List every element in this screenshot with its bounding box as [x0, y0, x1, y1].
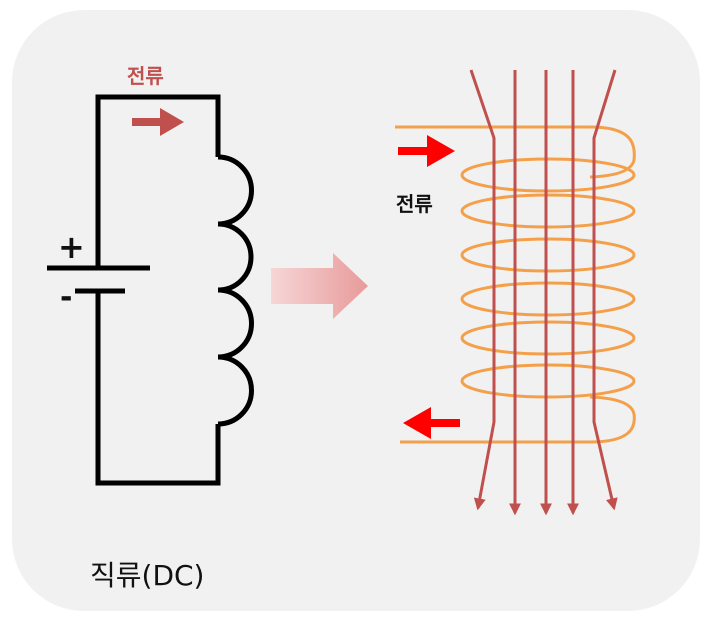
dc-circuit: [47, 94, 254, 486]
battery-plus-sign: +: [58, 228, 85, 266]
diagram-caption: 직류(DC): [90, 559, 205, 592]
battery-minus-sign: -: [60, 280, 73, 315]
current-out-arrow: [403, 407, 460, 439]
circuit-wire: [95, 94, 221, 486]
transition-arrow: [271, 253, 368, 319]
coil-windings: [460, 157, 636, 399]
diagram-panel: [12, 10, 700, 611]
current-label-right: 전류: [396, 192, 433, 216]
magnetic-field-lines: [469, 69, 618, 516]
solenoid: [395, 69, 636, 516]
coil-lead-bottom: [400, 395, 636, 444]
inductor-coil-symbol: [217, 154, 254, 427]
coil-lead-top: [395, 125, 636, 179]
current-label-left: 전류: [127, 64, 164, 88]
current-direction-arrow: [132, 108, 184, 136]
current-in-arrow: [398, 135, 455, 167]
